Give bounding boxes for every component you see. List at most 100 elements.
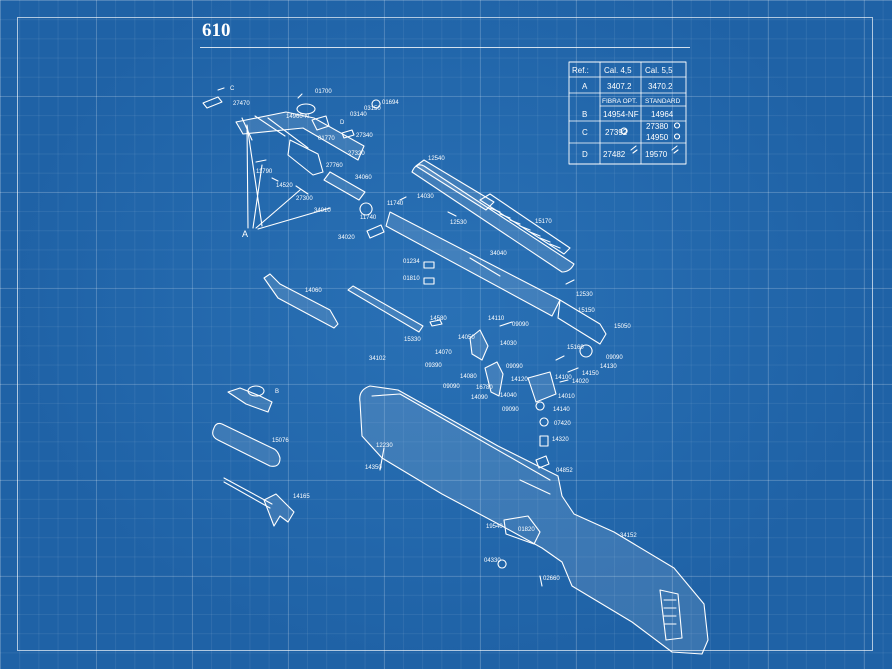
sight-icon: [630, 145, 638, 154]
part-label: 27300: [296, 196, 313, 202]
table-row-d-fibra: 27482: [603, 150, 626, 159]
part-label: 01694: [382, 100, 399, 106]
table-row-b-ref: B: [582, 110, 587, 119]
table-row-c-standard-1: 27380: [646, 122, 669, 131]
trigger-group: [263, 273, 579, 469]
part-label: 14030: [500, 341, 517, 347]
cocking-lever-part: [263, 273, 339, 329]
part-label: 09090: [506, 364, 523, 370]
part-label: 14060: [305, 288, 322, 294]
sight-insert-part: [217, 87, 225, 91]
part-label: 14320: [552, 437, 569, 443]
barrel-front-assembly: [202, 87, 381, 230]
part-label: 09090: [512, 322, 529, 328]
reference-table: Ref.: Cal. 4,5 Cal. 5,5 A 3407.2 3470.2 …: [568, 61, 687, 165]
bushing-part: [366, 224, 385, 239]
cocking-link-part: [347, 285, 424, 333]
table-header-cal45: Cal. 4,5: [604, 66, 632, 75]
table-header-cal55: Cal. 5,5: [645, 66, 673, 75]
part-label: 15330: [404, 337, 421, 343]
part-label: 14580: [430, 316, 447, 322]
trigger-pin-parts: [499, 321, 579, 383]
table-row-c-ref: C: [582, 128, 588, 137]
part-label: 34060: [355, 175, 372, 181]
table-row-c-standard-2: 14950: [646, 133, 669, 142]
part-label: C: [230, 86, 235, 92]
accessory-parts: [212, 385, 295, 527]
end-cap-part: [579, 344, 593, 358]
sight-icon: [674, 122, 681, 140]
table-row-b-standard: 14964: [651, 110, 674, 119]
part-label: 11790: [256, 169, 273, 175]
rear-sight-b-part: [227, 387, 273, 413]
part-label: 14120: [511, 377, 528, 383]
callout-a-label: A: [242, 229, 248, 239]
part-label: 02660: [543, 576, 560, 582]
part-label: 11740: [360, 215, 377, 221]
sight-icon: [671, 145, 679, 154]
piston-slot: [469, 257, 501, 277]
part-label: 14100: [555, 375, 572, 381]
part-label: 14090: [471, 395, 488, 401]
trigger-blade-part: [484, 361, 504, 397]
part-label: 14110: [488, 316, 505, 322]
link-pin-part: [429, 319, 443, 327]
part-label: 14165: [293, 494, 310, 500]
part-label: 34152: [620, 533, 637, 539]
drawing-title: 610: [202, 20, 231, 41]
part-label: 03140: [350, 112, 367, 118]
table-row-a-ref: A: [582, 82, 588, 91]
part-label: 12230: [376, 443, 393, 449]
part-label: 15150: [578, 308, 595, 314]
washer-parts: [423, 261, 435, 285]
part-label: 01810: [403, 276, 420, 282]
receiver-part: [287, 139, 324, 176]
compression-tube-assembly: [359, 159, 607, 358]
part-label: 19540: [486, 524, 503, 530]
part-label: 09090: [606, 355, 623, 361]
trigger-guard-part: [503, 515, 541, 545]
cylinder-cap-part: [415, 159, 495, 211]
sight-icon: [620, 127, 628, 135]
part-label: 34040: [490, 251, 507, 257]
part-label: 15170: [535, 219, 552, 225]
part-label: 15076: [272, 438, 289, 444]
part-label: 15160: [567, 345, 584, 351]
table-row-c-fibra: 27392: [605, 128, 628, 137]
table-row-a-cal45: 3407.2: [607, 82, 632, 91]
part-label: 14080: [460, 374, 477, 380]
trigger-housing-part: [527, 371, 557, 403]
piston-head-part: [557, 299, 607, 345]
part-label: 11740: [387, 201, 404, 207]
table-row-d-ref: D: [582, 150, 588, 159]
part-label: 14020: [572, 379, 589, 385]
pin-parts: [255, 159, 309, 195]
rear-sight-wheel: [296, 103, 316, 115]
silencer-part: [212, 422, 281, 467]
part-label: 14130: [600, 364, 617, 370]
part-label: 14140: [553, 407, 570, 413]
butt-pad-ribs: [663, 599, 677, 625]
callout-a-lines: [246, 124, 331, 230]
table-row-b-fibra: 14954-NF: [603, 110, 639, 119]
table-header-ref: Ref.:: [572, 66, 589, 75]
part-label: 14040: [500, 393, 517, 399]
compression-tube: [411, 164, 575, 273]
sight-block-part: [341, 129, 355, 139]
table-subheader-fibra: FIBRA OPT.: [602, 98, 637, 105]
spring-part: [479, 193, 571, 255]
table-subheader-standard: STANDARD: [645, 98, 681, 105]
part-label: D: [340, 120, 345, 126]
part-label: 34102: [369, 356, 386, 362]
part-label: 14010: [558, 394, 575, 400]
table-row-a-cal55: 3470.2: [648, 82, 673, 91]
breech-block-part: [235, 111, 365, 161]
trigger-unit-part: [263, 493, 295, 527]
part-label: 01234: [403, 259, 420, 265]
table-row-d-standard: 19570: [645, 150, 668, 159]
part-label: 01820: [518, 527, 535, 533]
part-label: 14150: [582, 371, 599, 377]
part-label: 15050: [614, 324, 631, 330]
part-labels: C 27470 01700 03150 01694 14960-N 03140 …: [230, 86, 637, 582]
